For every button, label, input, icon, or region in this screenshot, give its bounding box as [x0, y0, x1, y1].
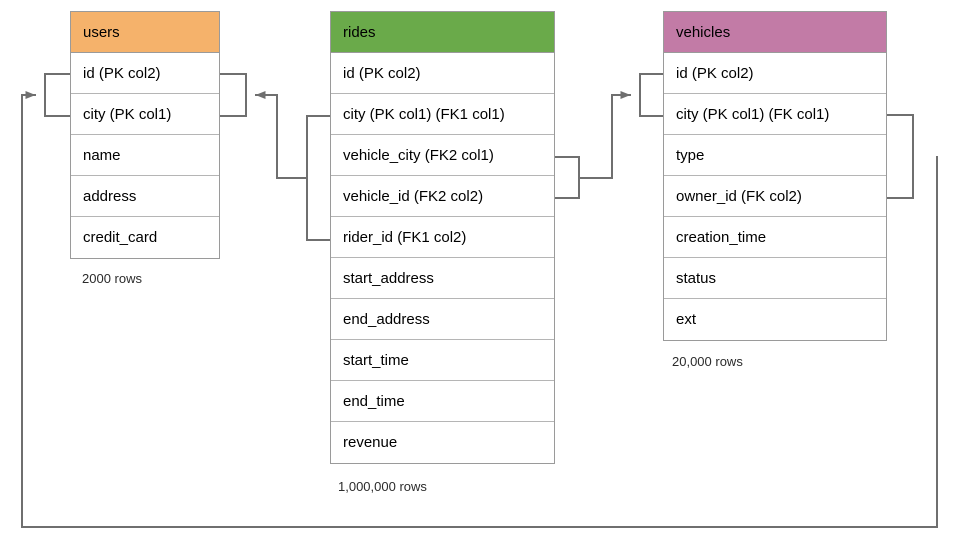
table-rides-field-id[interactable]: id (PK col2) — [331, 53, 554, 94]
table-rides-field-end-address[interactable]: end_address — [331, 299, 554, 340]
table-vehicles-field-owner-id[interactable]: owner_id (FK col2) — [664, 176, 886, 217]
connector-rides-to-vehicles — [578, 91, 631, 179]
connector-users-left-bracket — [44, 73, 71, 117]
connector-rides-right-bracket — [554, 156, 580, 199]
table-users-field-address[interactable]: address — [71, 176, 219, 217]
connector-users-right-bracket — [219, 73, 247, 117]
table-vehicles-field-city[interactable]: city (PK col1) (FK col1) — [664, 94, 886, 135]
table-vehicles-field-status[interactable]: status — [664, 258, 886, 299]
table-rides-title: rides — [331, 12, 554, 53]
connector-vehicles-left-bracket — [639, 73, 664, 117]
table-rides-field-city[interactable]: city (PK col1) (FK1 col1) — [331, 94, 554, 135]
table-rides[interactable]: rides id (PK col2) city (PK col1) (FK1 c… — [330, 11, 555, 464]
table-rides-field-end-time[interactable]: end_time — [331, 381, 554, 422]
table-vehicles-field-id[interactable]: id (PK col2) — [664, 53, 886, 94]
table-users-title: users — [71, 12, 219, 53]
table-rides-field-start-time[interactable]: start_time — [331, 340, 554, 381]
table-users-field-name[interactable]: name — [71, 135, 219, 176]
table-vehicles-title: vehicles — [664, 12, 886, 53]
table-users-field-credit-card[interactable]: credit_card — [83, 229, 158, 246]
table-vehicles[interactable]: vehicles id (PK col2) city (PK col1) (FK… — [663, 11, 887, 341]
table-rides-field-vehicle-id[interactable]: vehicle_id (FK2 col2) — [331, 176, 554, 217]
table-rides-field-rider-id[interactable]: rider_id (FK1 col2) — [331, 217, 554, 258]
table-rides-row-count: 1,000,000 rows — [338, 479, 427, 494]
table-users-field-id[interactable]: id (PK col2) — [71, 53, 219, 94]
connector-rides-to-users — [255, 91, 308, 179]
connector-vehicles-right-bracket — [886, 114, 914, 199]
table-rides-field-start-address[interactable]: start_address — [331, 258, 554, 299]
table-vehicles-field-type[interactable]: type — [664, 135, 886, 176]
table-users[interactable]: users id (PK col2) city (PK col1) name a… — [70, 11, 220, 259]
table-users-field-city[interactable]: city (PK col1) — [71, 94, 219, 135]
table-vehicles-field-ext[interactable]: ext — [676, 311, 697, 328]
table-rides-field-revenue[interactable]: revenue — [343, 434, 398, 451]
table-rides-field-vehicle-city[interactable]: vehicle_city (FK2 col1) — [331, 135, 554, 176]
table-vehicles-row-count: 20,000 rows — [672, 354, 743, 369]
table-vehicles-field-creation-time[interactable]: creation_time — [664, 217, 886, 258]
table-users-row-count: 2000 rows — [82, 271, 142, 286]
connector-rides-left-bracket — [306, 115, 331, 241]
